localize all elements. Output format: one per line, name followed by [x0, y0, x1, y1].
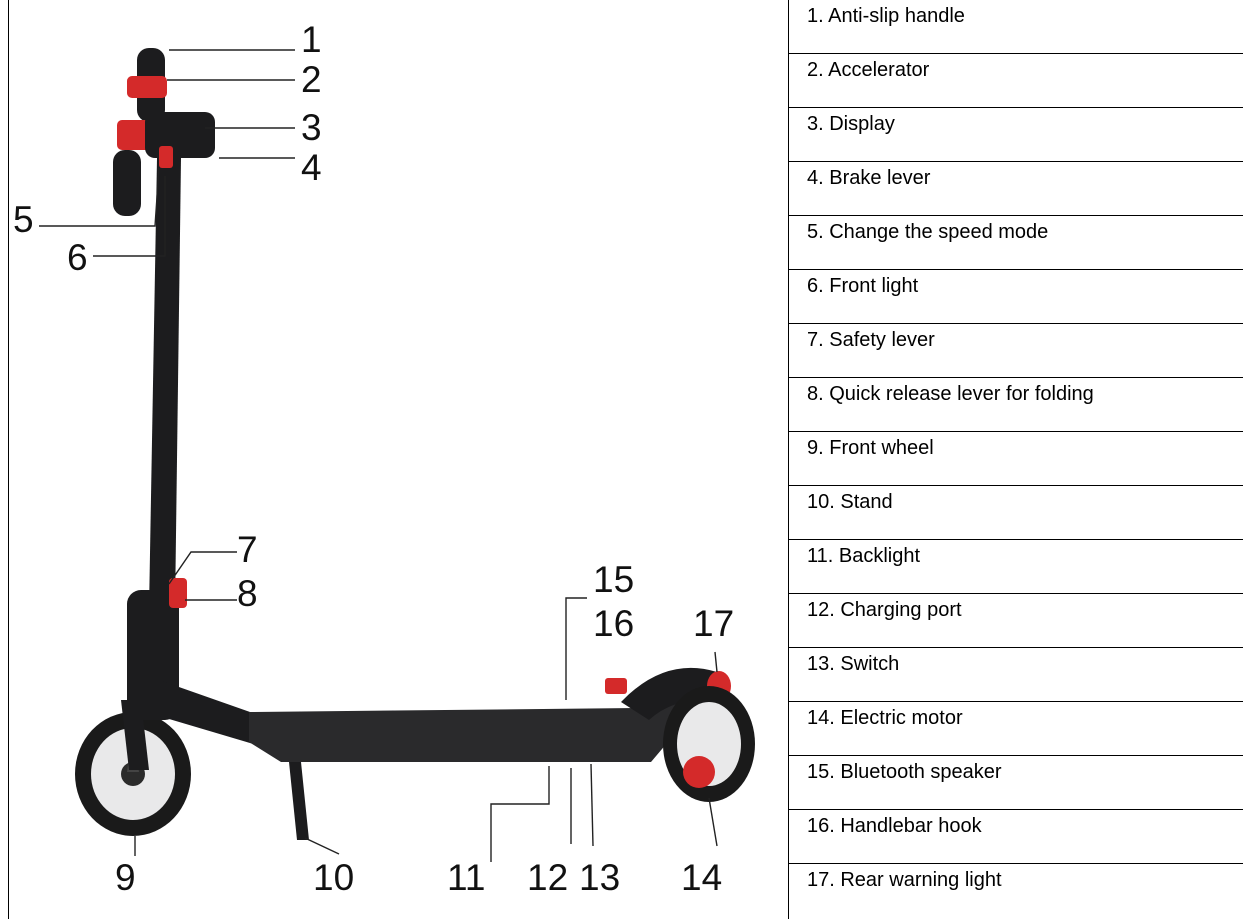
legend-row: 10. Stand [789, 486, 1243, 540]
legend-row: 7. Safety lever [789, 324, 1243, 378]
handlebar-graphic [113, 48, 215, 216]
callout-14: 14 [681, 857, 722, 898]
legend-item-charging-port: 12. Charging port [807, 599, 962, 621]
legend-row: 3. Display [789, 108, 1243, 162]
legend-item-display: 3. Display [807, 113, 895, 135]
legend-row: 2. Accelerator [789, 54, 1243, 108]
legend-row: 17. Rear warning light [789, 864, 1243, 918]
callout-9: 9 [115, 857, 136, 898]
legend-item-backlight: 11. Backlight [807, 545, 921, 567]
callout-6: 6 [67, 237, 88, 278]
legend-row: 8. Quick release lever for folding [789, 378, 1243, 432]
legend-item-front-light: 6. Front light [807, 275, 919, 297]
legend-item-rear-warning-light: 17. Rear warning light [807, 869, 1002, 891]
callout-7: 7 [237, 529, 258, 570]
legend-row: 1. Anti-slip handle [789, 0, 1243, 54]
legend-row: 11. Backlight [789, 540, 1243, 594]
legend-row: 5. Change the speed mode [789, 216, 1243, 270]
legend-item-safety-lever: 7. Safety lever [807, 329, 935, 351]
legend-item-front-wheel: 9. Front wheel [807, 437, 934, 459]
callout-numbers: 1 2 3 4 5 6 7 8 9 10 11 12 13 14 15 16 1… [13, 19, 734, 898]
rear-wheel-graphic [663, 686, 755, 802]
callout-13: 13 [579, 857, 620, 898]
callout-10: 10 [313, 857, 354, 898]
callout-4: 4 [301, 147, 322, 188]
callout-16: 16 [593, 603, 634, 644]
callout-15: 15 [593, 559, 634, 600]
legend-item-bluetooth-speaker: 15. Bluetooth speaker [807, 761, 1002, 783]
legend-row: 12. Charging port [789, 594, 1243, 648]
legend-item-handlebar-hook: 16. Handlebar hook [807, 815, 982, 837]
legend-item-stand: 10. Stand [807, 491, 893, 513]
rear-fender [621, 667, 729, 720]
legend-item-brake-lever: 4. Brake lever [807, 167, 931, 189]
legend-row: 9. Front wheel [789, 432, 1243, 486]
callout-12: 12 [527, 857, 568, 898]
legend-item-switch: 13. Switch [807, 653, 900, 675]
legend-row: 15. Bluetooth speaker [789, 756, 1243, 810]
legend-row: 6. Front light [789, 270, 1243, 324]
callout-5: 5 [13, 199, 34, 240]
scooter-illustration: 1 2 3 4 5 6 7 8 9 10 11 12 13 14 15 16 1… [13, 19, 755, 898]
legend-item-electric-motor: 14. Electric motor [807, 707, 963, 729]
quick-release-lever-graphic [169, 578, 187, 608]
kickstand-graphic [289, 762, 309, 840]
legend-item-speed-mode: 5. Change the speed mode [807, 221, 1049, 243]
leader-lines [39, 49, 718, 862]
deck-graphic [249, 680, 727, 762]
legend-row: 16. Handlebar hook [789, 810, 1243, 864]
parts-legend: 1. Anti-slip handle 2. Accelerator 3. Di… [789, 0, 1243, 919]
callout-8: 8 [237, 573, 258, 614]
callout-11: 11 [447, 857, 485, 898]
legend-row: 14. Electric motor [789, 702, 1243, 756]
switch-graphic [605, 678, 627, 694]
callout-17: 17 [693, 603, 734, 644]
legend-item-quick-release-lever: 8. Quick release lever for folding [807, 383, 1094, 405]
callout-1: 1 [301, 19, 322, 60]
scooter-figure-cell: 1 2 3 4 5 6 7 8 9 10 11 12 13 14 15 16 1… [8, 0, 789, 919]
scooter-drawing [75, 48, 755, 840]
legend-item-anti-slip-handle: 1. Anti-slip handle [807, 5, 965, 27]
callout-2: 2 [301, 59, 322, 100]
deck-arm [159, 680, 267, 748]
legend-row: 13. Switch [789, 648, 1243, 702]
callout-3: 3 [301, 107, 322, 148]
legend-item-accelerator: 2. Accelerator [807, 59, 930, 81]
steering-stem [149, 158, 181, 610]
legend-row: 4. Brake lever [789, 162, 1243, 216]
